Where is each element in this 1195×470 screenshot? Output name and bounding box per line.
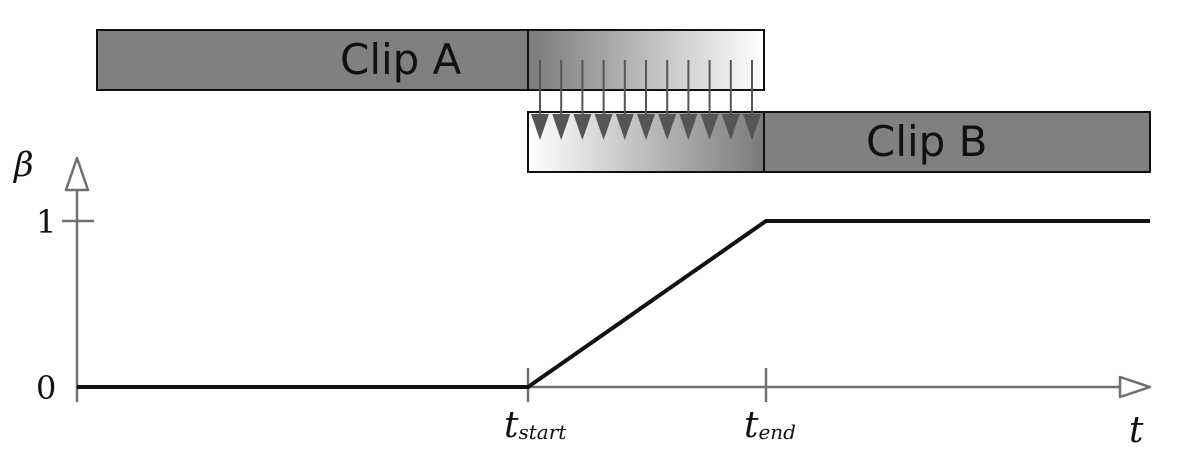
clip-b-solid <box>763 111 1151 173</box>
y-axis-label: β <box>12 145 34 185</box>
blend-curve <box>77 219 1150 389</box>
transition-arrow-head <box>552 114 571 140</box>
x-axis-arrowhead <box>1118 375 1152 399</box>
clip-a-solid <box>96 29 529 91</box>
transition-arrows <box>531 60 761 140</box>
transition-arrow-head <box>637 114 655 140</box>
clip-a-label: Clip A <box>340 35 462 84</box>
transition-arrow-head <box>531 114 549 140</box>
transition-arrow-head <box>594 114 613 140</box>
transition-arrow-head <box>573 114 592 140</box>
x-axis-label: t <box>1129 410 1144 451</box>
transition-arrow-head <box>679 114 698 140</box>
y-tick-label-0: 0 <box>36 369 56 407</box>
y-axis-arrowhead <box>64 156 90 192</box>
transition-arrow-head <box>700 114 719 140</box>
t-end-label: tend <box>744 405 796 446</box>
clip-a: Clip A <box>96 29 765 91</box>
transition-arrow-head <box>615 114 634 140</box>
transition-arrow-head <box>658 114 677 140</box>
axes <box>62 156 1152 402</box>
transition-arrow-head <box>721 114 740 140</box>
transition-arrow-head <box>743 114 761 140</box>
clip-b-label: Clip B <box>866 117 988 166</box>
t-start-label: tstart <box>504 405 567 446</box>
y-tick-label-1: 1 <box>36 203 56 241</box>
